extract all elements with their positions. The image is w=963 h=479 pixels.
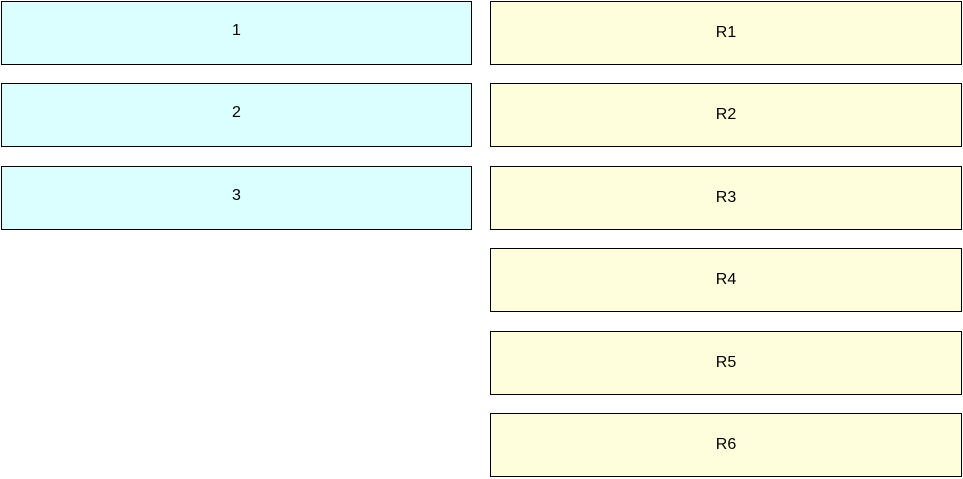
right-item-r4[interactable]: R4 xyxy=(490,248,962,312)
right-item-label: R6 xyxy=(715,436,737,453)
left-item-label: 3 xyxy=(232,187,241,204)
right-item-r2[interactable]: R2 xyxy=(490,83,962,147)
right-item-label: R3 xyxy=(715,189,737,206)
right-item-r3[interactable]: R3 xyxy=(490,166,962,230)
right-item-label: R2 xyxy=(715,106,737,123)
right-item-label: R1 xyxy=(715,24,737,41)
left-item-label: 2 xyxy=(232,104,241,121)
right-item-label: R5 xyxy=(715,354,737,371)
right-item-r5[interactable]: R5 xyxy=(490,331,962,395)
left-item-2[interactable]: 2 xyxy=(1,83,472,147)
left-item-3[interactable]: 3 xyxy=(1,166,472,230)
left-item-1[interactable]: 1 xyxy=(1,1,472,65)
left-item-label: 1 xyxy=(232,22,241,39)
right-item-r6[interactable]: R6 xyxy=(490,413,962,477)
right-item-label: R4 xyxy=(715,271,737,288)
right-item-r1[interactable]: R1 xyxy=(490,1,962,65)
